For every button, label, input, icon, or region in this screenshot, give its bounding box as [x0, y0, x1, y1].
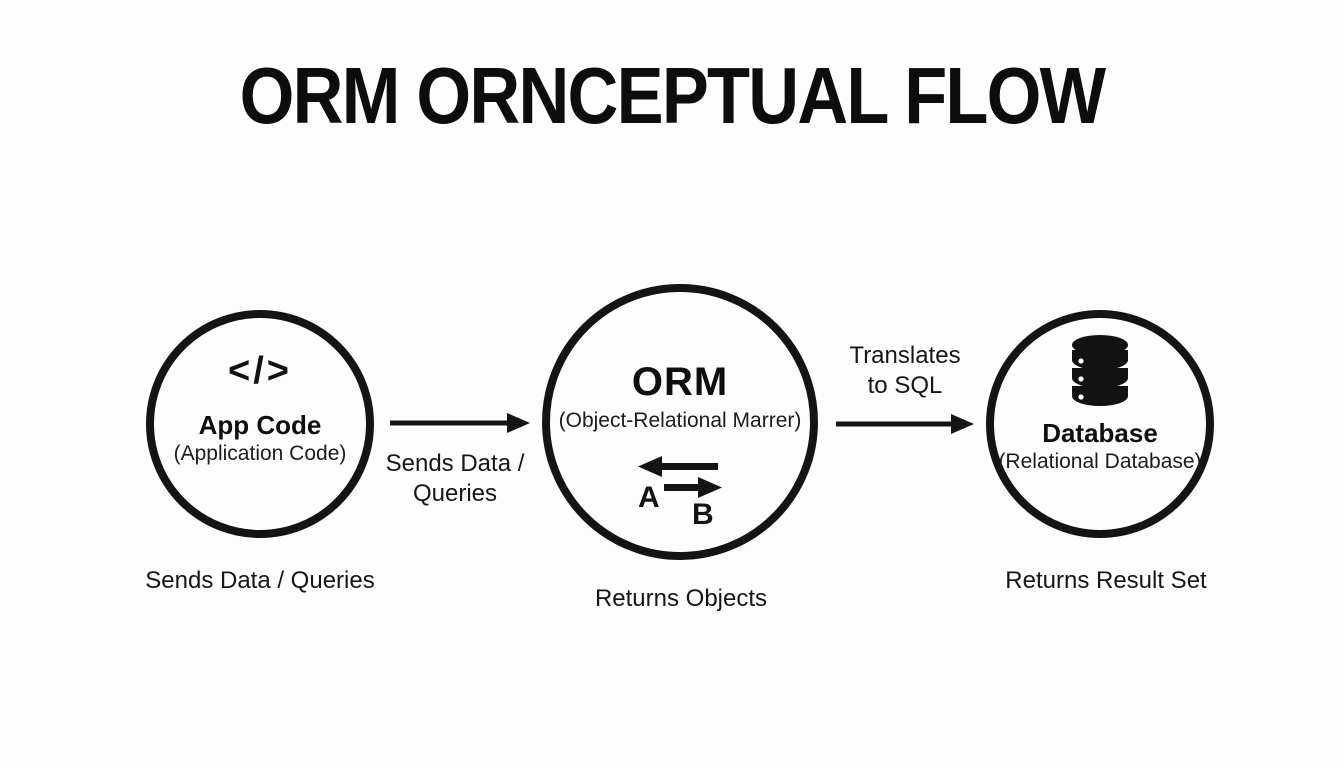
- database-subtitle: (Relational Database): [998, 450, 1202, 473]
- edge-app-to-orm-label-line1: Sends Data /: [385, 450, 525, 477]
- app-code-subtitle: (Application Code): [173, 442, 347, 465]
- arrow-app-to-orm: [390, 413, 530, 433]
- database-icon: [1072, 335, 1128, 406]
- edge-orm-to-database-label: Translates to SQL: [830, 341, 980, 401]
- database-name: Database: [1042, 418, 1158, 448]
- edge-app-to-orm-label-line2: Queries: [412, 480, 498, 507]
- arrow-orm-to-database: [836, 414, 974, 434]
- edge-app-to-orm-label: Sends Data / Queries: [370, 449, 540, 509]
- caption-returns-result-set: Returns Result Set: [1005, 567, 1207, 594]
- app-code-name: App Code: [198, 410, 322, 440]
- arrow-label-a: A: [638, 481, 660, 514]
- orm-name: ORM: [631, 360, 729, 404]
- sync-arrows-icon: A B: [638, 456, 722, 525]
- app-code-node: </> App Code (Application Code): [146, 310, 374, 538]
- code-icon: </>: [228, 350, 292, 392]
- orm-node: ORM (Object-Relational Marrer) A B: [542, 284, 818, 560]
- arrow-label-b: B: [692, 498, 714, 525]
- diagram-title: ORM ORNCEPTUAL FLOW: [239, 51, 1107, 140]
- caption-sends-data-queries: Sends Data / Queries: [145, 567, 375, 594]
- caption-returns-objects: Returns Objects: [594, 585, 768, 612]
- database-node: Database (Relational Database): [986, 310, 1214, 538]
- orm-subtitle: (Object-Relational Marrer): [558, 409, 802, 432]
- edge-orm-to-database-label-line2: to SQL: [867, 372, 943, 399]
- edge-orm-to-database-label-line1: Translates: [849, 342, 961, 369]
